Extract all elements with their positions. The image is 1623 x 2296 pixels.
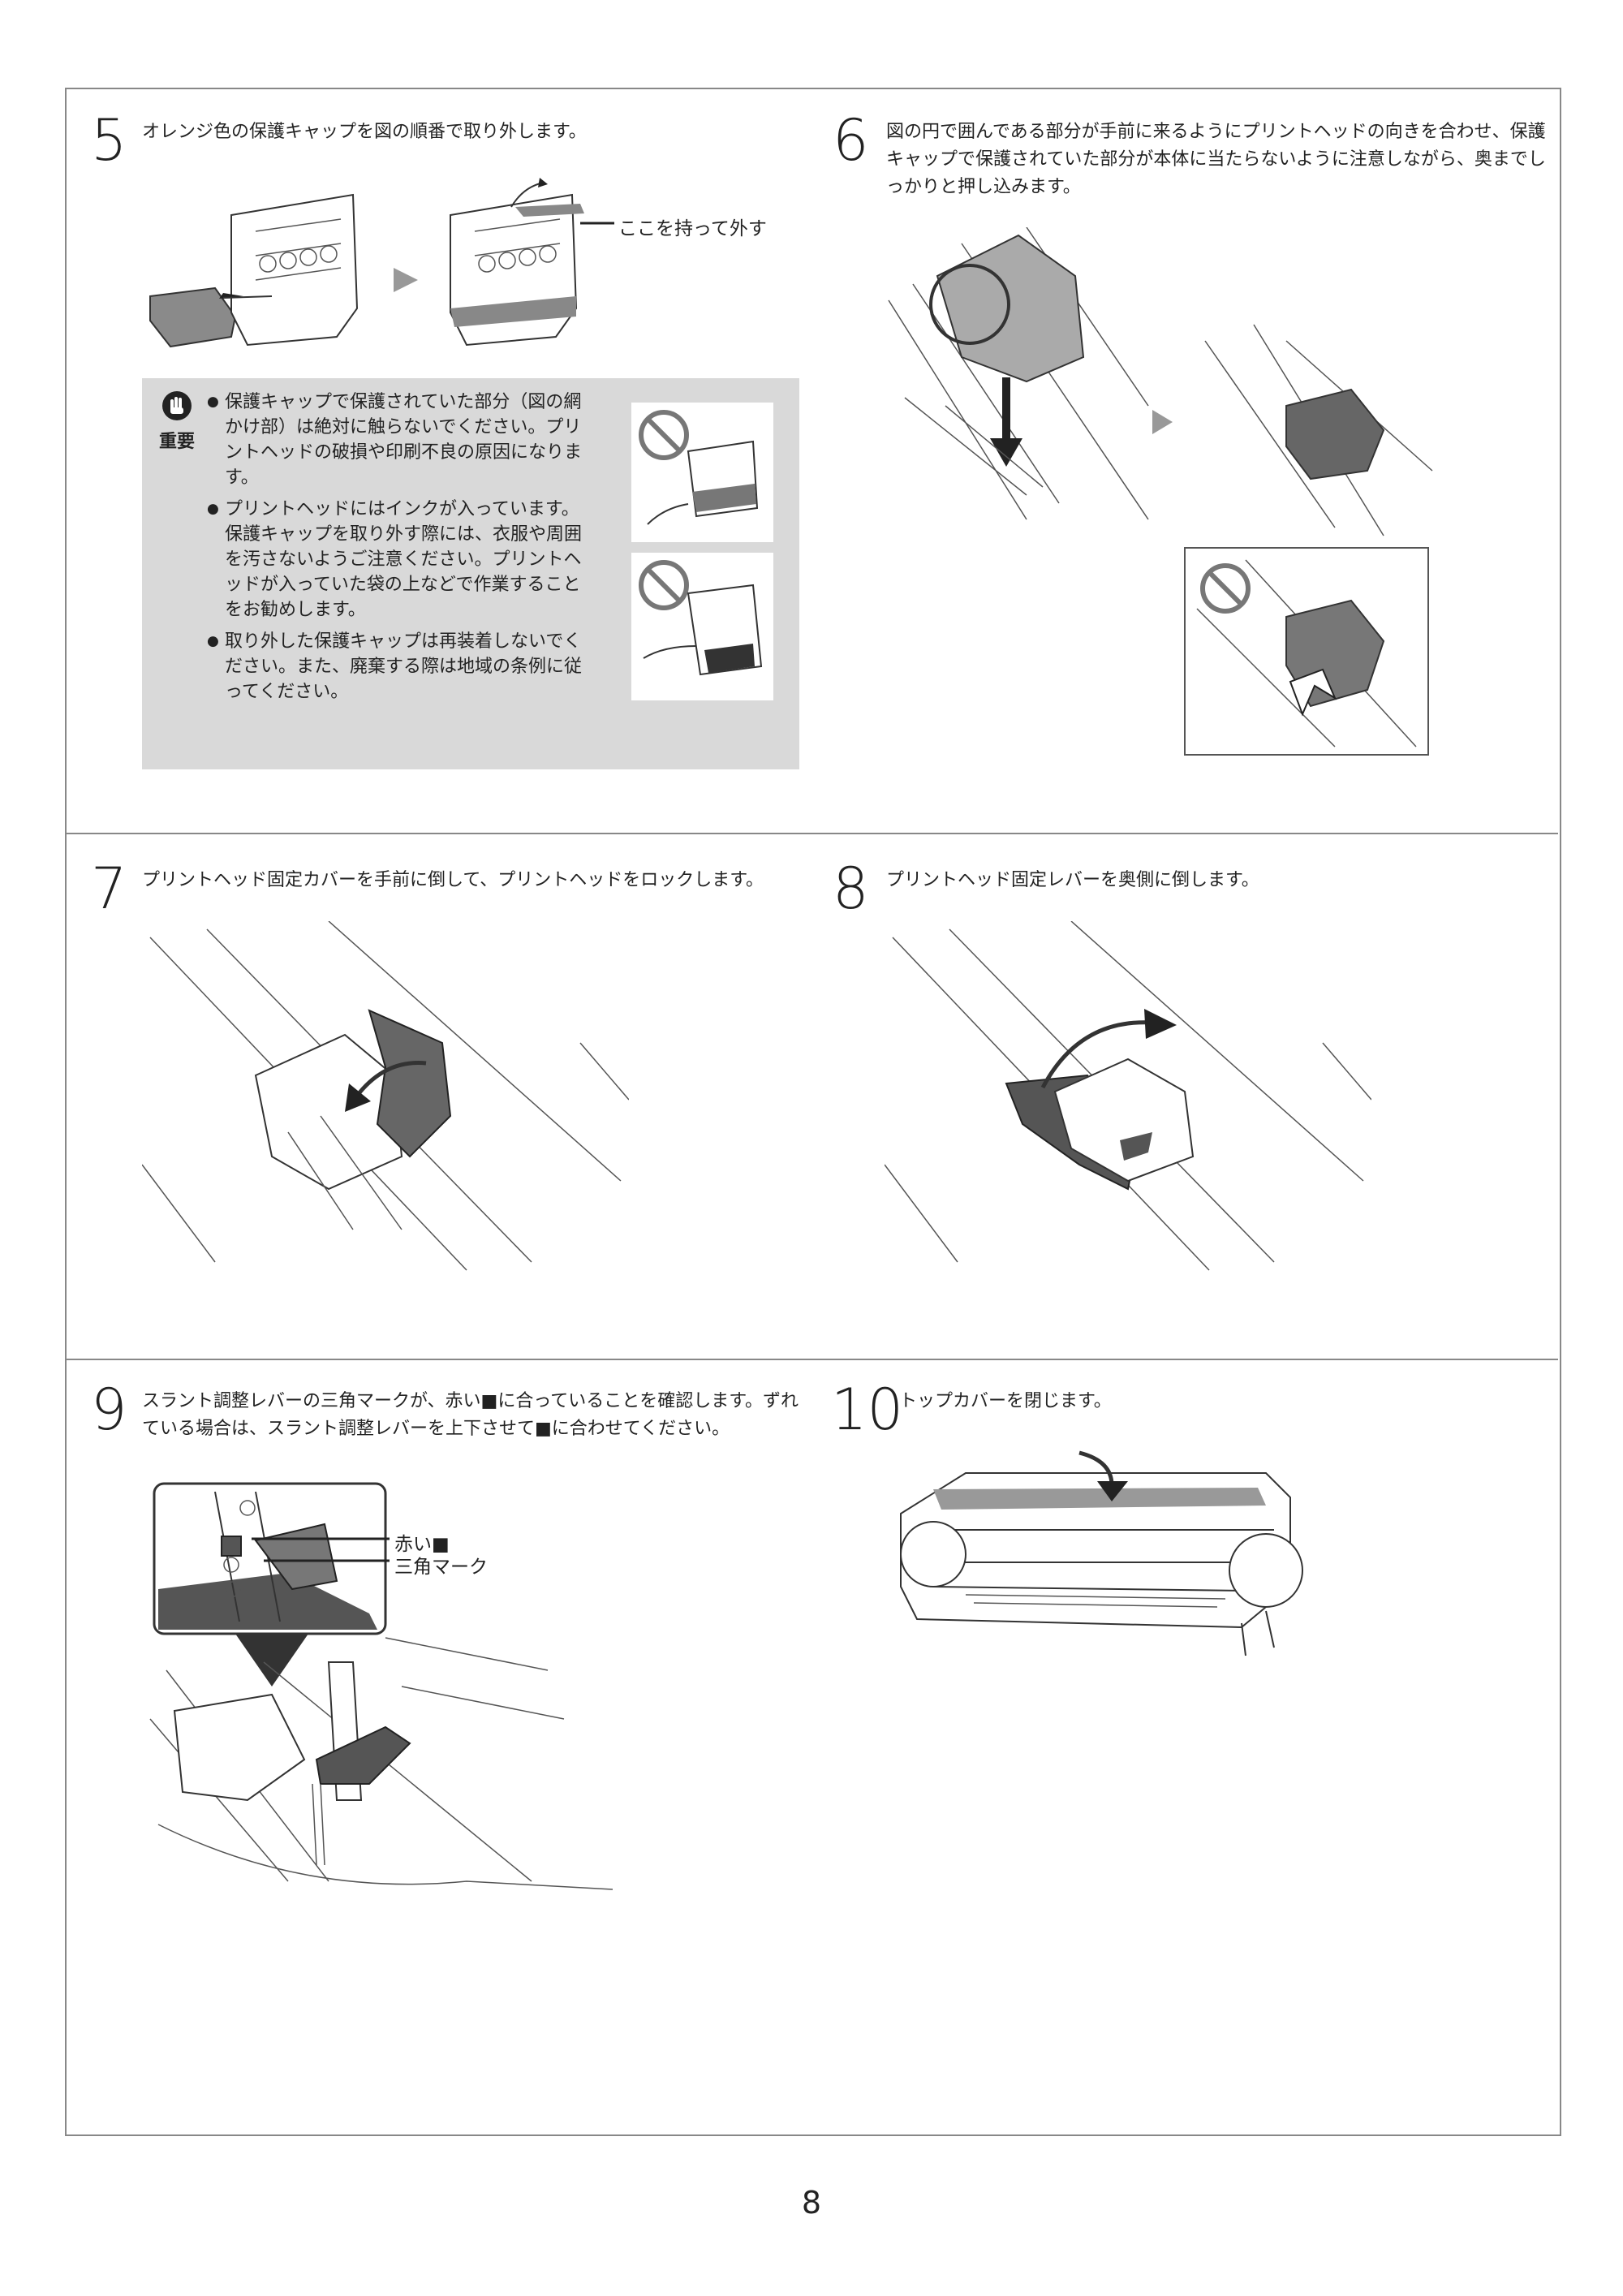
step-5-text: オレンジ色の保護キャップを図の順番で取り外します。 [142, 122, 587, 142]
arrow-right-icon [1152, 410, 1173, 434]
hold-here-callout: ここを持って外す [618, 218, 767, 239]
prohibited-icon [1200, 563, 1251, 614]
step-10-text: トップカバーを閉じます。 [899, 1391, 1112, 1411]
prohibited-icon [639, 560, 689, 610]
arrow-right-icon [394, 268, 418, 292]
no-touch-image [631, 403, 773, 542]
step-7-illustration [142, 921, 629, 1271]
important-badge: 重要 [157, 390, 197, 453]
prohibited-icon [639, 410, 689, 460]
step-7-text: プリントヘッド固定カバーを手前に倒して、プリントヘッドをロックします。 [142, 870, 764, 890]
page-number: 8 [801, 2185, 822, 2221]
no-touch-image [631, 553, 773, 700]
step-10-number: 10 [831, 1376, 904, 1443]
step-5-number: 5 [91, 107, 127, 174]
section-divider [67, 1359, 1558, 1360]
hand-stop-icon [162, 391, 192, 420]
important-item: 取り外した保護キャップは再装着しないでください。また、廃棄する際は地域の条例に従… [207, 629, 588, 704]
step-9-illustration [149, 1482, 613, 1890]
important-box: 重要 保護キャップで保護されていた部分（図の網かけ部）は絶対に触らないでください… [142, 378, 799, 769]
step-8-number: 8 [833, 855, 869, 922]
step-10-illustration [900, 1450, 1303, 1656]
step-6-text: 図の円で囲んである部分が手前に来るようにプリントヘッドの向きを合わせ、保護キャッ… [886, 122, 1546, 197]
step-8-text: プリントヘッド固定レバーを奥側に倒します。 [886, 870, 1259, 890]
red-mark-callout: 赤い■ [394, 1534, 450, 1555]
section-divider [67, 833, 1558, 834]
important-item: プリントヘッドにはインクが入っています。保護キャップを取り外す際には、衣服や周囲… [207, 497, 588, 622]
important-list: 保護キャップで保護されていた部分（図の網かけ部）は絶対に触らないでください。プリ… [207, 390, 588, 711]
step-8-illustration [885, 921, 1371, 1271]
step-9-number: 9 [91, 1376, 127, 1443]
step-5-illustration [149, 178, 614, 348]
important-label: 重要 [158, 432, 195, 452]
step-6-number: 6 [833, 107, 869, 174]
page-frame [65, 88, 1561, 2136]
triangle-mark-callout: 三角マーク [394, 1557, 488, 1578]
step-9-text: スラント調整レバーの三角マークが、赤い■に合っていることを確認します。ずれている… [142, 1391, 799, 1439]
step-7-number: 7 [91, 855, 127, 922]
step-6-illustration [888, 227, 1433, 756]
important-item: 保護キャップで保護されていた部分（図の網かけ部）は絶対に触らないでください。プリ… [207, 390, 588, 490]
